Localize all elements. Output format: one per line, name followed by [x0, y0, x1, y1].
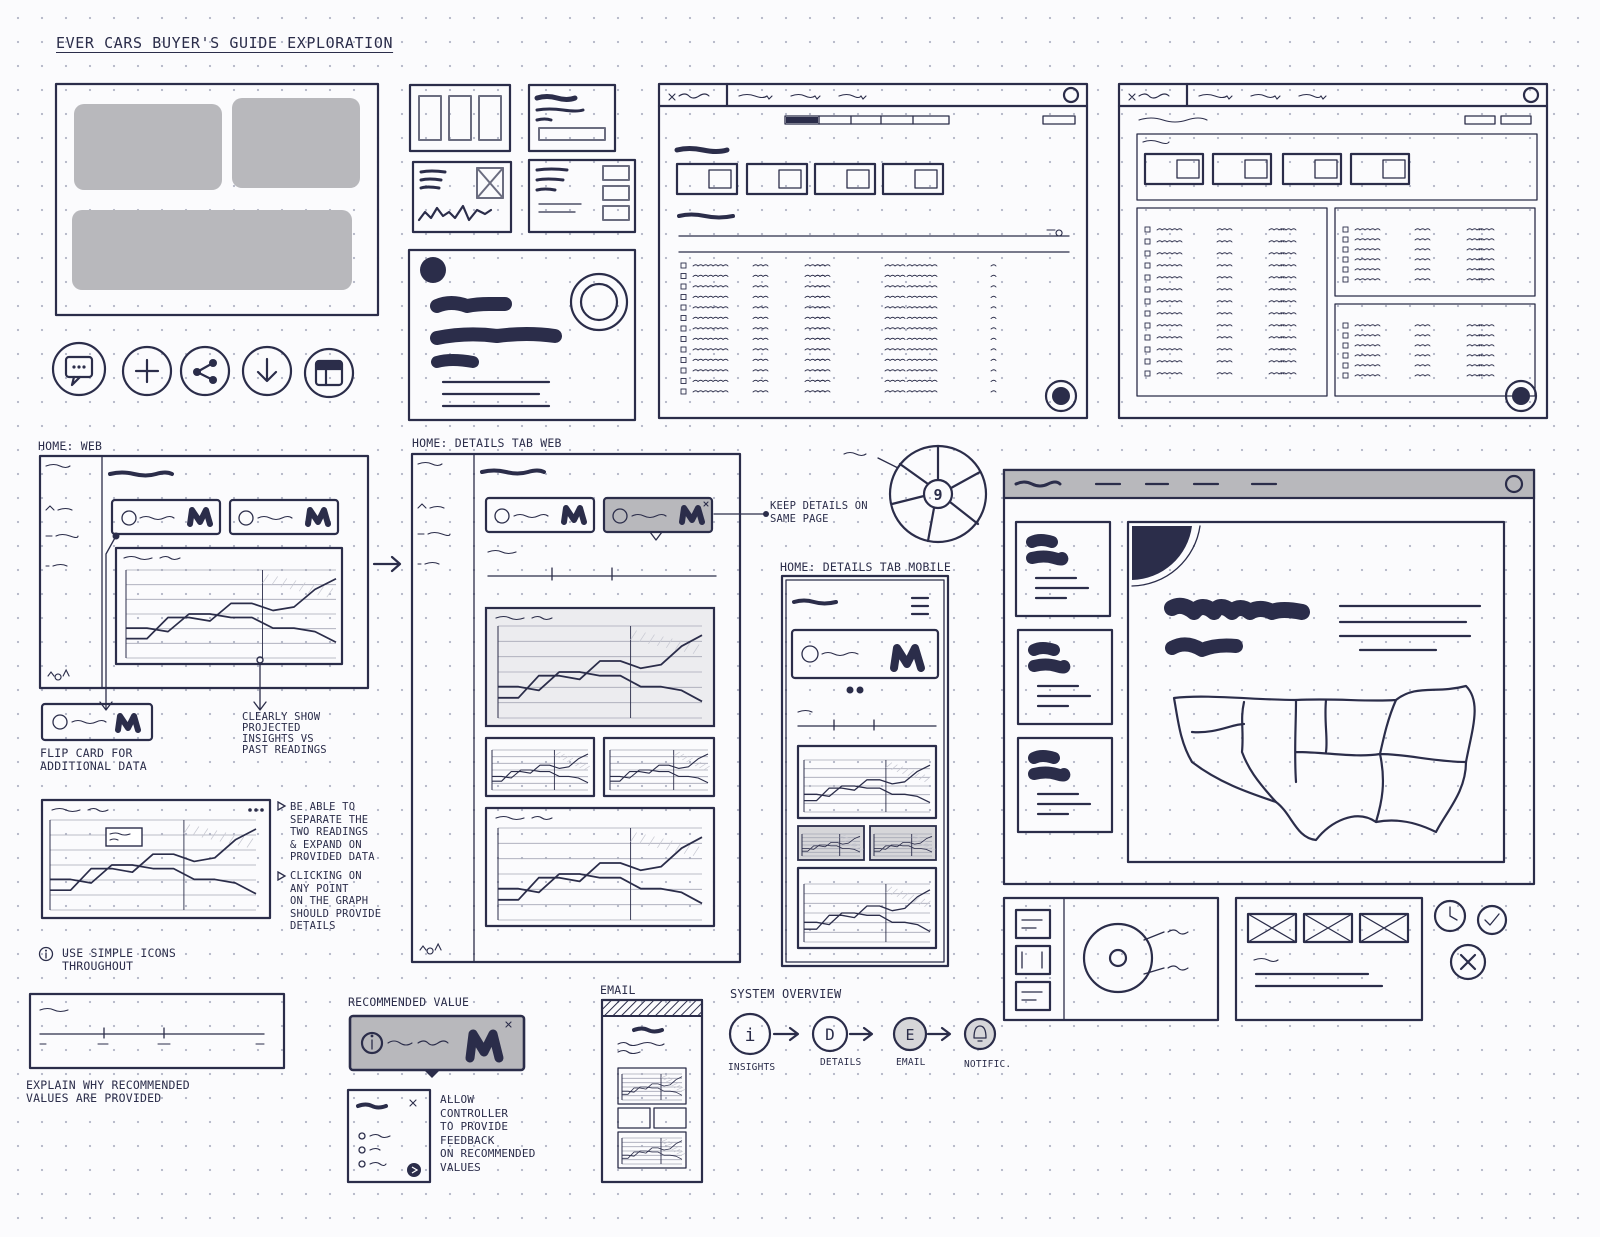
- flow-step-email: [892, 1016, 928, 1052]
- clock-icon: [1433, 899, 1467, 933]
- status-icons: [1433, 899, 1508, 981]
- note-flip-card: FLIP CARD FOR ADDITIONAL DATA: [40, 746, 147, 773]
- note-clearly-show: CLEARLY SHOW PROJECTED INSIGHTS VS PAST …: [242, 711, 327, 756]
- dashboard-wireframe-2: [1117, 82, 1549, 420]
- expanded-chart-card: [40, 798, 272, 920]
- image-card-widget: [1234, 896, 1424, 1022]
- note-allow: ALLOW CONTROLLER TO PROVIDE FEEDBACK ON …: [440, 1093, 536, 1174]
- flow-step-insights: [728, 1012, 772, 1056]
- system-flow: i D E INSIGHTS DETAILS EMAIL NOTIFIC.: [726, 1010, 1016, 1080]
- note-keep-details: KEEP DETAILS ON SAME PAGE: [770, 500, 868, 525]
- layout-sketch-frame: [54, 82, 380, 317]
- arrow-to-details: [372, 555, 402, 573]
- note-simple-icons: USE SIMPLE ICONS THROUGHOUT: [62, 946, 176, 973]
- component-sketches: [407, 83, 637, 422]
- section-label-details-mobile: HOME: DETAILS TAB MOBILE: [780, 560, 951, 574]
- home-web-wireframe: [38, 454, 370, 690]
- chat-icon[interactable]: [50, 340, 110, 404]
- note-explain: EXPLAIN WHY RECOMMENDED VALUES ARE PROVI…: [26, 1078, 190, 1105]
- svg-text:D: D: [825, 1025, 835, 1044]
- flow-step-details: [811, 1015, 849, 1053]
- download-icon[interactable]: [240, 344, 296, 404]
- section-label-system-overview: SYSTEM OVERVIEW: [730, 987, 842, 1001]
- svg-text:i: i: [745, 1025, 756, 1046]
- flow-label-insights: INSIGHTS: [728, 1062, 776, 1073]
- note-clicking: CLICKING ON ANY POINT ON THE GRAPH SHOUL…: [290, 870, 382, 932]
- share-icon[interactable]: [178, 344, 234, 404]
- plus-icon[interactable]: [120, 344, 176, 404]
- dashboard-wireframe-1: [657, 82, 1089, 420]
- gauge-widget: [1002, 896, 1220, 1022]
- details-web-wireframe: [410, 452, 742, 964]
- page-title: EVER CARS BUYER'S GUIDE EXPLORATION: [56, 34, 394, 52]
- check-icon: [1476, 904, 1508, 936]
- donut-center-value: 9: [933, 486, 942, 504]
- section-label-home-web: HOME: WEB: [38, 439, 103, 453]
- timeline-card: [28, 992, 286, 1070]
- flow-step-notific: [963, 1017, 997, 1051]
- feedback-card[interactable]: [344, 1086, 436, 1186]
- connector-keep-details: [713, 511, 769, 517]
- section-label-details-web: HOME: DETAILS TAB WEB: [412, 436, 562, 450]
- flow-label-email: EMAIL: [896, 1057, 926, 1068]
- bullet-arrows: [277, 800, 287, 882]
- bell-icon: [973, 1025, 987, 1042]
- recommended-value-card[interactable]: [344, 1010, 534, 1084]
- close-icon: [1449, 943, 1487, 981]
- flip-card[interactable]: [38, 700, 158, 748]
- svg-text:E: E: [905, 1026, 914, 1044]
- note-be-able: BE ABLE TO SEPARATE THE TWO READINGS & E…: [290, 801, 375, 863]
- flow-label-details: DETAILS: [820, 1057, 862, 1068]
- flow-label-notific: NOTIFIC.: [964, 1059, 1012, 1070]
- map-wireframe: [1002, 468, 1536, 886]
- info-icon: [38, 946, 54, 962]
- details-mobile-wireframe: [780, 574, 950, 968]
- section-label-recommended: RECOMMENDED VALUE: [348, 995, 470, 1009]
- donut-chart: 9: [843, 444, 988, 544]
- section-label-email: EMAIL: [600, 983, 636, 997]
- email-wireframe: [600, 998, 704, 1184]
- home-web-chart: [125, 569, 337, 659]
- layout-icon[interactable]: [302, 346, 360, 408]
